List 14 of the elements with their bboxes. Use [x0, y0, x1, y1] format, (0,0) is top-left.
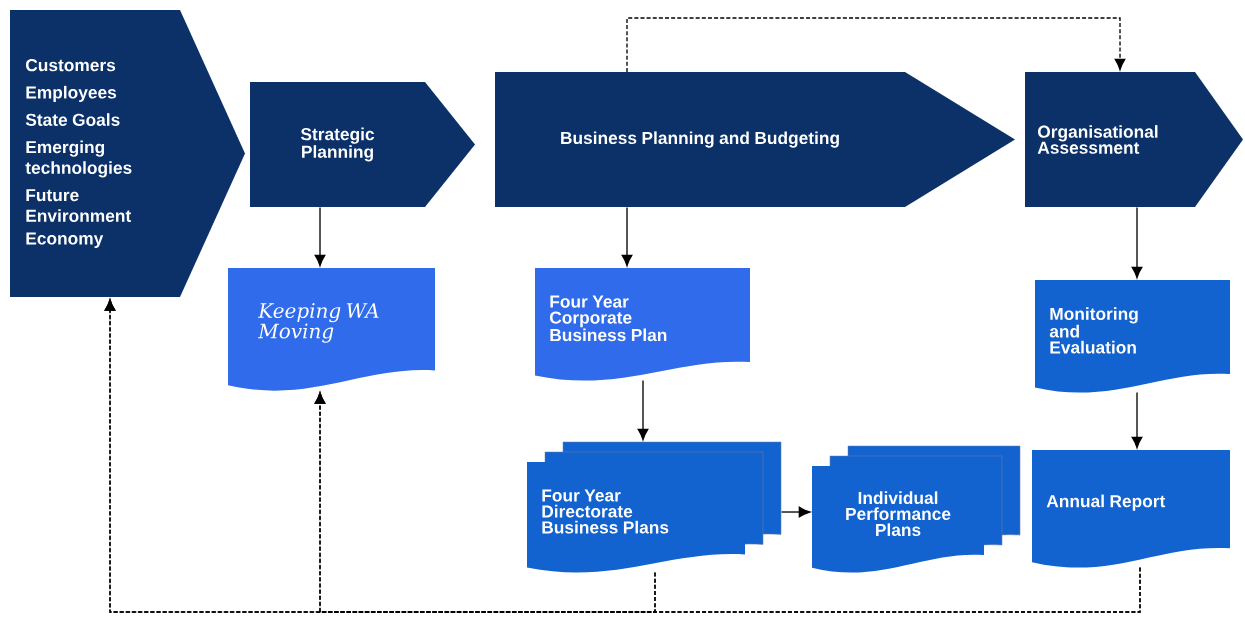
document-stack: Individual Performance Plans: [812, 445, 1021, 573]
chevron-block: Strategic Planning: [250, 82, 475, 207]
chevron-block: Organisational Assessment: [1025, 72, 1243, 207]
arrow: [1131, 206, 1143, 279]
chevron-block: Business Planning and Budgeting: [495, 72, 1015, 207]
arrow: [1131, 391, 1143, 449]
arrow: [626, 17, 1126, 73]
arrow: [637, 379, 649, 441]
arrow: [780, 506, 811, 518]
chevron-block: Customers Employees State Goals Emerging technologies Future Environment Economy: [10, 10, 245, 297]
document-stack: Four Year Directorate Business Plans: [527, 441, 782, 573]
arrow: [314, 392, 1141, 613]
arrow: [314, 206, 326, 267]
arrow: [621, 206, 633, 267]
